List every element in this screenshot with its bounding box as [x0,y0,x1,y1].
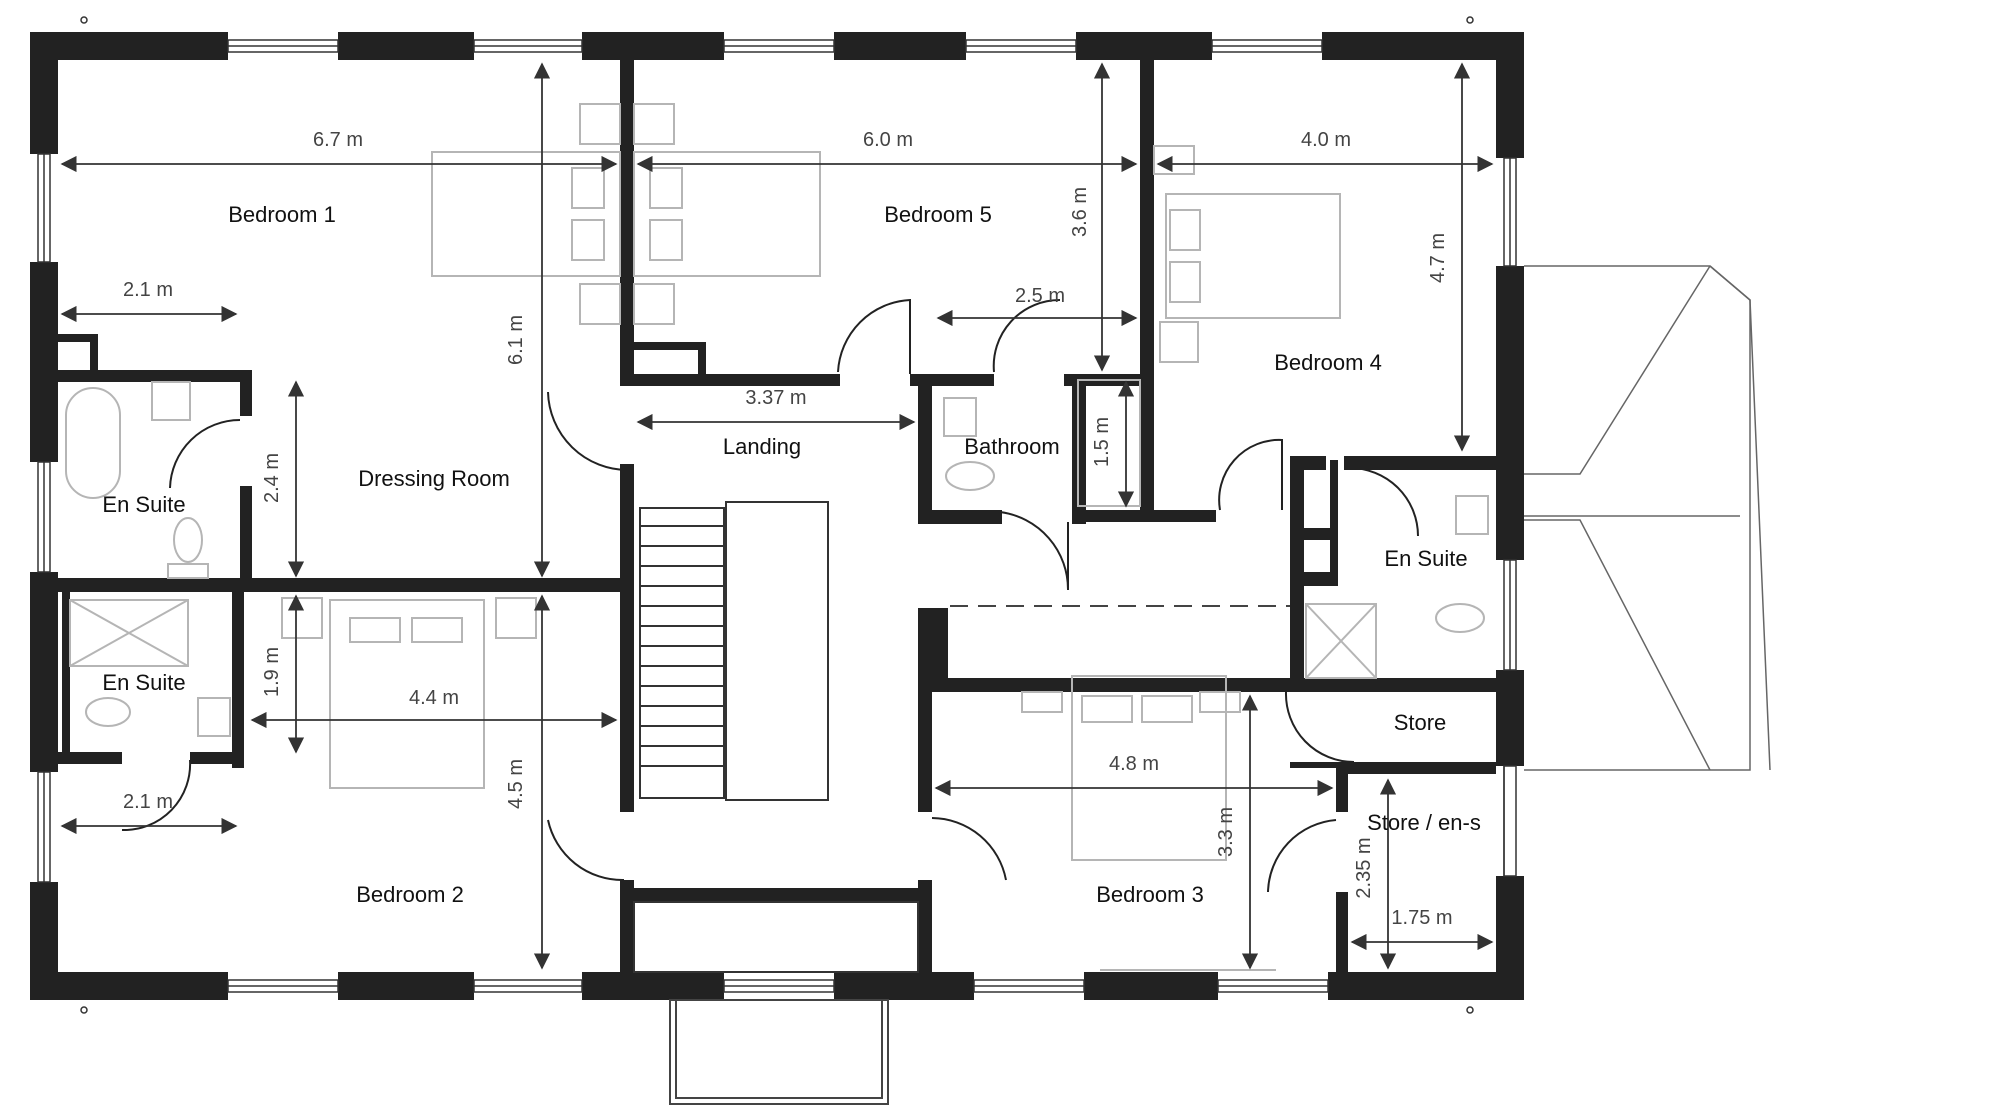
room-label-en-suite-upper: En Suite [102,492,185,517]
dim-bedroom-2-width: 4.4 m [409,687,459,709]
windows [37,39,1517,993]
interior-walls [30,60,1496,972]
dim-bedroom-3-width: 4.8 m [1109,753,1159,775]
dim-bedroom-5-width: 6.0 m [863,129,913,151]
room-label-store: Store [1394,710,1447,735]
dim-bedroom-4-width: 4.0 m [1301,129,1351,151]
room-label-en-suite-lower: En Suite [102,670,185,695]
dimension-labels: 6.7 m 6.0 m 4.0 m 2.1 m 2.5 m 3.37 m 4.4… [123,129,1453,929]
dim-landing-width: 3.37 m [745,387,806,409]
corner-markers [80,16,1474,1014]
room-label-dressing-room: Dressing Room [358,466,510,491]
room-label-bedroom-5: Bedroom 5 [884,202,992,227]
room-label-landing: Landing [723,434,801,459]
dim-dressing-room-height: 2.4 m [261,453,283,503]
dim-bedroom-2-height: 4.5 m [505,759,527,809]
dim-store-en-s-width: 1.75 m [1391,907,1452,929]
dim-bedroom-4-height: 4.7 m [1427,233,1449,283]
dim-en-suite-lower-height: 1.9 m [261,647,283,697]
dim-store-en-s-height: 2.35 m [1353,837,1375,898]
door-swings [121,298,1419,893]
room-labels: Bedroom 1 Bedroom 5 Bedroom 4 Dressing R… [102,202,1480,907]
room-label-bedroom-3: Bedroom 3 [1096,882,1204,907]
dim-en-suite-lower-width: 2.1 m [123,791,173,813]
dim-en-suite-upper-width: 2.1 m [123,279,173,301]
room-label-store-en-s: Store / en-s [1367,810,1481,835]
balcony [669,999,889,1105]
staircase [633,501,919,973]
dim-bedroom-5-height: 3.6 m [1069,187,1091,237]
dim-bedroom-1-width: 6.7 m [313,129,363,151]
dim-bedroom-3-height: 3.3 m [1215,807,1237,857]
dim-bathroom-width: 2.5 m [1015,285,1065,307]
room-label-bedroom-2: Bedroom 2 [356,882,464,907]
dim-bedroom-1-height: 6.1 m [505,315,527,365]
room-label-en-suite-right: En Suite [1384,546,1467,571]
dim-bath-shower-height: 1.5 m [1091,417,1113,467]
room-label-bathroom: Bathroom [964,434,1059,459]
roof-hip [1524,265,1771,771]
exterior-walls [30,32,1524,1000]
furniture [65,103,1489,971]
dimension-lines [60,62,1494,970]
room-label-bedroom-4: Bedroom 4 [1274,350,1382,375]
room-label-bedroom-1: Bedroom 1 [228,202,336,227]
